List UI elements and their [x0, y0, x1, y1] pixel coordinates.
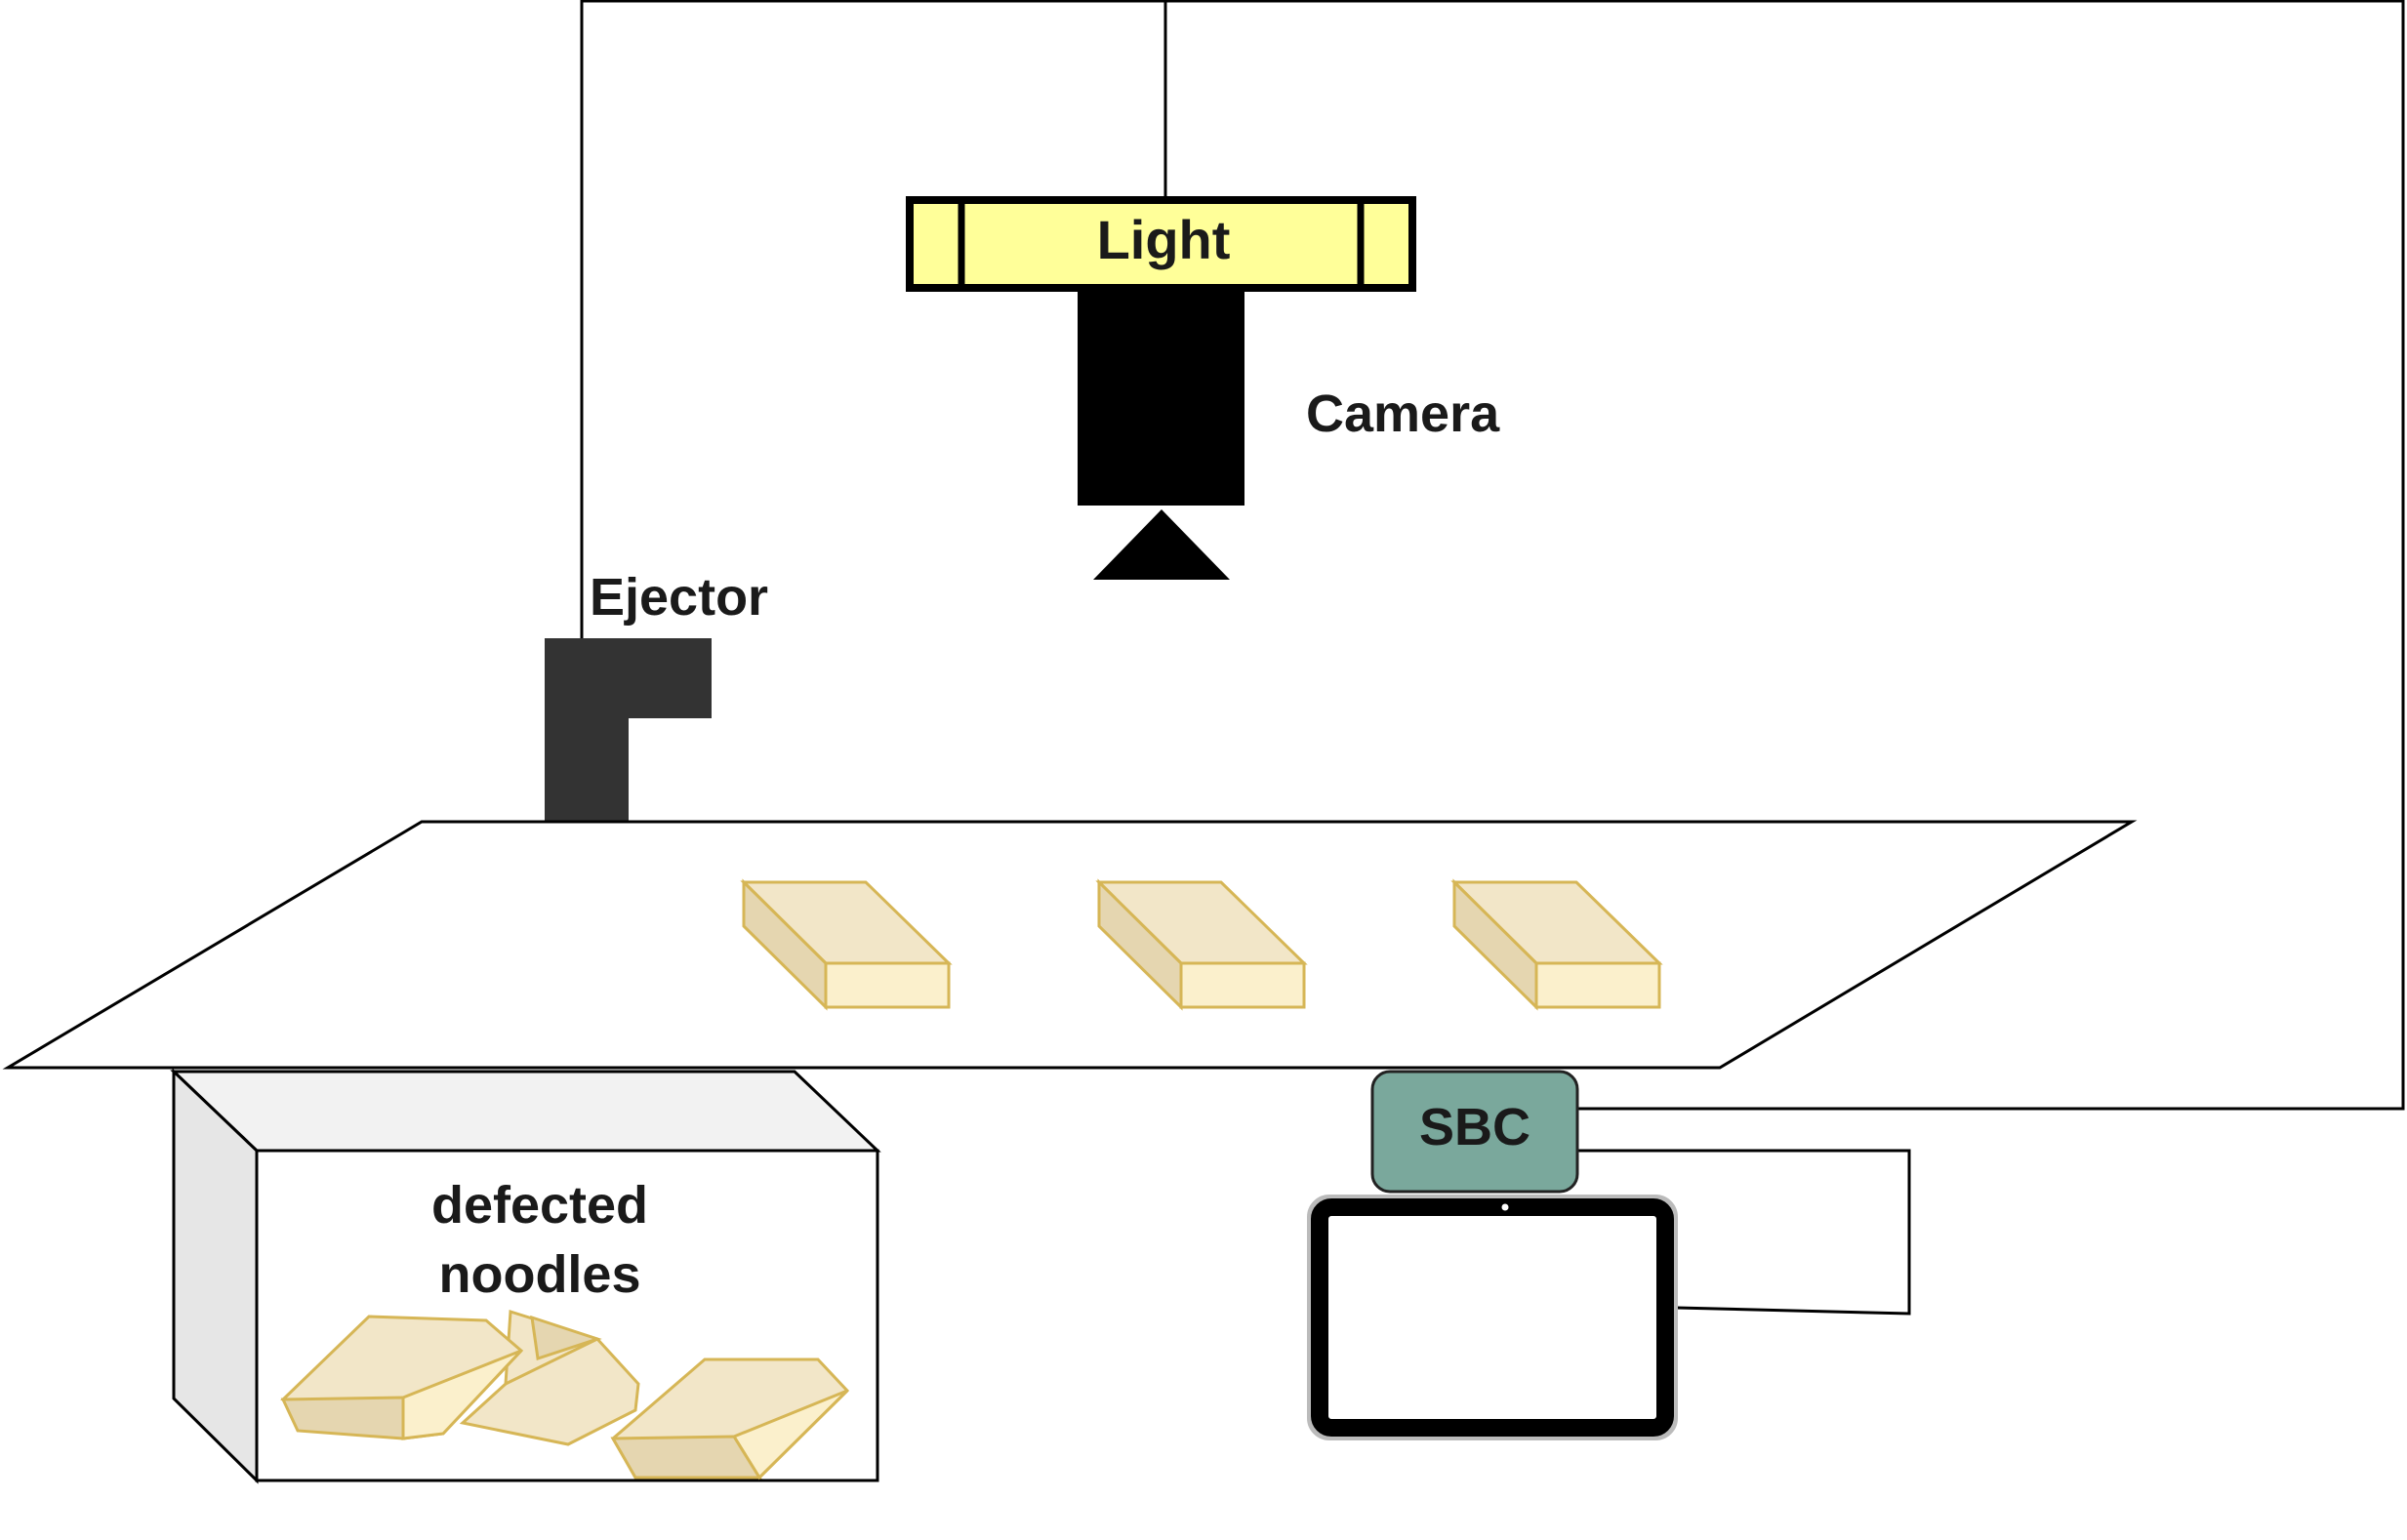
sbc-box — [1370, 1070, 1579, 1194]
conveyor-belt — [2, 820, 2138, 1070]
defected-noodle — [459, 1309, 640, 1446]
defected-noodle — [280, 1315, 524, 1440]
light-unit: Light — [906, 196, 1416, 292]
camera-unit: Camera — [1078, 291, 1500, 580]
frame-wire — [582, 0, 2405, 1111]
tablet-monitor-icon — [1307, 1195, 1678, 1440]
defected-noodles-bin: defected noodles — [170, 1068, 881, 1484]
wires — [580, 0, 2405, 1316]
camera-label: Camera — [1306, 385, 1500, 443]
bin-label-line2: noodles — [438, 1245, 640, 1304]
light-label: Light — [1097, 209, 1231, 270]
noodle-block — [1450, 878, 1663, 1011]
triangle-lens-icon — [1093, 509, 1230, 580]
sbc-label: SBC — [1419, 1098, 1530, 1156]
ejector-body — [545, 638, 712, 822]
bin-top — [170, 1070, 881, 1153]
single-board-computer: SBC — [1370, 1070, 1579, 1194]
defected-noodle — [610, 1358, 850, 1480]
ejector-unit: Ejector — [545, 568, 768, 822]
noodle-block — [740, 878, 953, 1011]
bin-label-line1: defected — [431, 1176, 648, 1235]
ejector-label: Ejector — [590, 568, 768, 627]
noodle-block — [1095, 878, 1308, 1011]
camera-body — [1078, 291, 1244, 506]
sbc-display-wire — [1577, 1149, 1911, 1316]
light-bar — [906, 196, 1416, 292]
